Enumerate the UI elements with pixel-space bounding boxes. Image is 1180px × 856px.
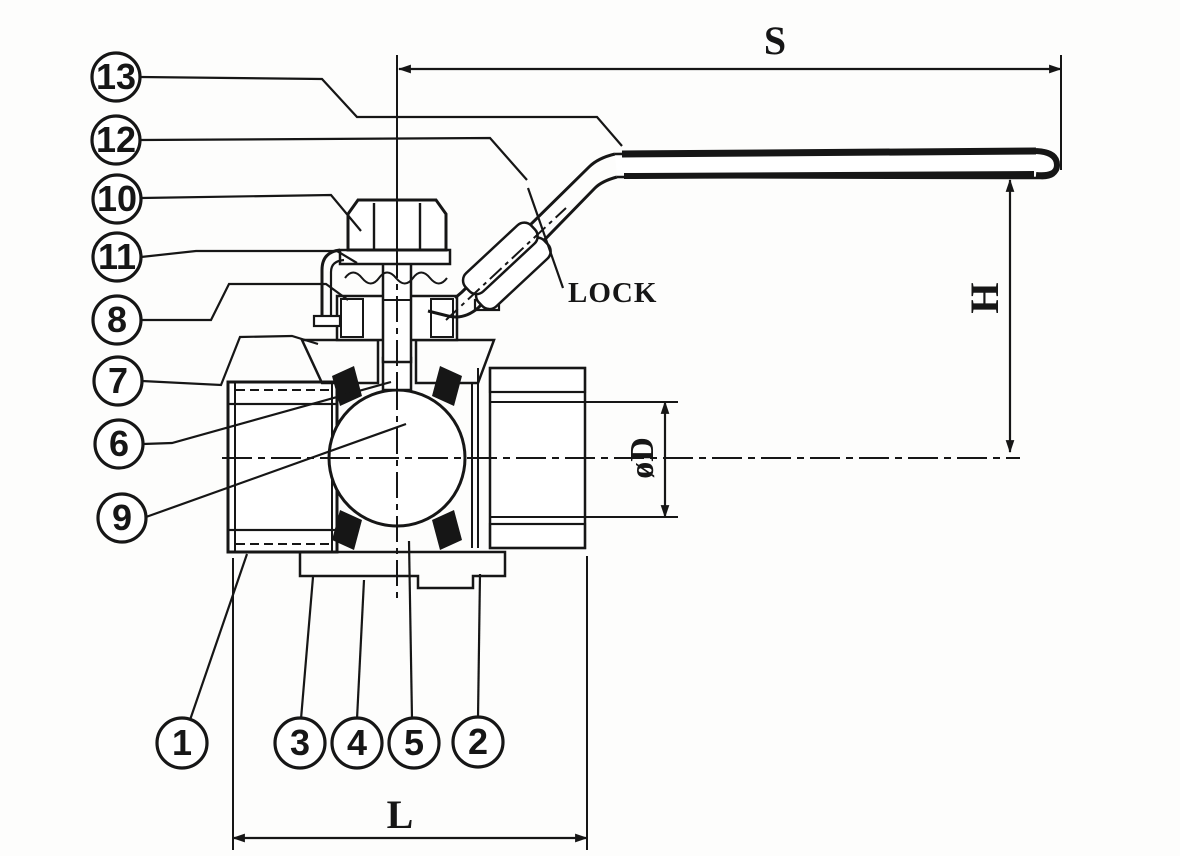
svg-text:12: 12 xyxy=(96,119,136,160)
bonnet-right-wedge-hatch xyxy=(414,338,496,385)
callout-8: 8 xyxy=(91,294,143,346)
lock-leader-line xyxy=(526,187,565,289)
lock-axis-centerline xyxy=(445,207,567,321)
seat-lower-right xyxy=(432,510,462,550)
callout-6: 6 xyxy=(93,418,145,470)
svg-text:5: 5 xyxy=(404,722,424,763)
seat-lower-left xyxy=(332,510,362,550)
leader-7 xyxy=(141,334,319,387)
lever-end-hook xyxy=(1035,148,1061,179)
callout-2: 2 xyxy=(451,715,505,769)
dimension-annotations: S H øD L xyxy=(231,18,1063,850)
leader-10 xyxy=(140,193,362,232)
leader-4 xyxy=(355,579,366,720)
leader-5 xyxy=(407,540,414,720)
svg-text:3: 3 xyxy=(290,722,310,763)
leader-9 xyxy=(145,422,407,519)
svg-text:6: 6 xyxy=(109,423,129,464)
leader-3 xyxy=(299,576,315,720)
left-end-cap xyxy=(226,380,339,554)
callout-13: 13 xyxy=(90,51,142,103)
leader-2 xyxy=(476,573,482,719)
lock-label: LOCK xyxy=(568,277,657,309)
svg-text:13: 13 xyxy=(96,56,136,97)
svg-text:7: 7 xyxy=(108,360,128,401)
svg-text:9: 9 xyxy=(112,497,132,538)
dim-l-label: L xyxy=(387,792,414,837)
lever-top-edge-thick xyxy=(621,147,1037,158)
dim-h-label: H xyxy=(962,282,1007,313)
svg-text:11: 11 xyxy=(98,236,136,277)
callout-balloons: 13 12 10 11 8 7 6 9 xyxy=(90,51,505,770)
leader-11 xyxy=(140,249,358,264)
svg-text:1: 1 xyxy=(172,722,192,763)
right-port-bottom-wall-hatch xyxy=(488,522,587,550)
bracket-left-foot xyxy=(312,314,342,328)
callout-9: 9 xyxy=(96,492,148,544)
handle-lever xyxy=(614,147,1061,180)
leader-8 xyxy=(141,282,349,322)
leader-1 xyxy=(188,553,249,721)
seat-upper-right xyxy=(432,366,462,406)
dim-s-label: S xyxy=(764,18,786,63)
lock-annotation: LOCK xyxy=(526,187,657,309)
callout-leaders xyxy=(139,75,623,721)
callout-12: 12 xyxy=(90,114,142,166)
svg-text:4: 4 xyxy=(347,722,367,763)
callout-4: 4 xyxy=(330,716,384,770)
handle-bend xyxy=(427,152,618,319)
body-bottom-wall-hatch xyxy=(298,550,507,590)
leader-6 xyxy=(142,380,392,446)
right-port-top-wall-hatch xyxy=(488,366,587,394)
leader-13 xyxy=(139,75,623,147)
lever-bottom-edge-thick xyxy=(623,171,1035,179)
callout-7: 7 xyxy=(92,355,144,407)
svg-text:8: 8 xyxy=(107,299,127,340)
dim-d-label: øD xyxy=(624,437,661,479)
svg-text:10: 10 xyxy=(97,178,137,219)
callout-11: 11 xyxy=(91,231,143,283)
centerlines xyxy=(222,55,1020,600)
lock-tab-upper xyxy=(461,221,539,296)
valve-body-section xyxy=(226,147,1061,590)
leader-12 xyxy=(139,136,528,181)
callout-5: 5 xyxy=(387,716,441,770)
svg-text:2: 2 xyxy=(468,721,488,762)
callout-10: 10 xyxy=(91,173,143,225)
callout-3: 3 xyxy=(273,716,327,770)
callout-1: 1 xyxy=(155,716,209,770)
